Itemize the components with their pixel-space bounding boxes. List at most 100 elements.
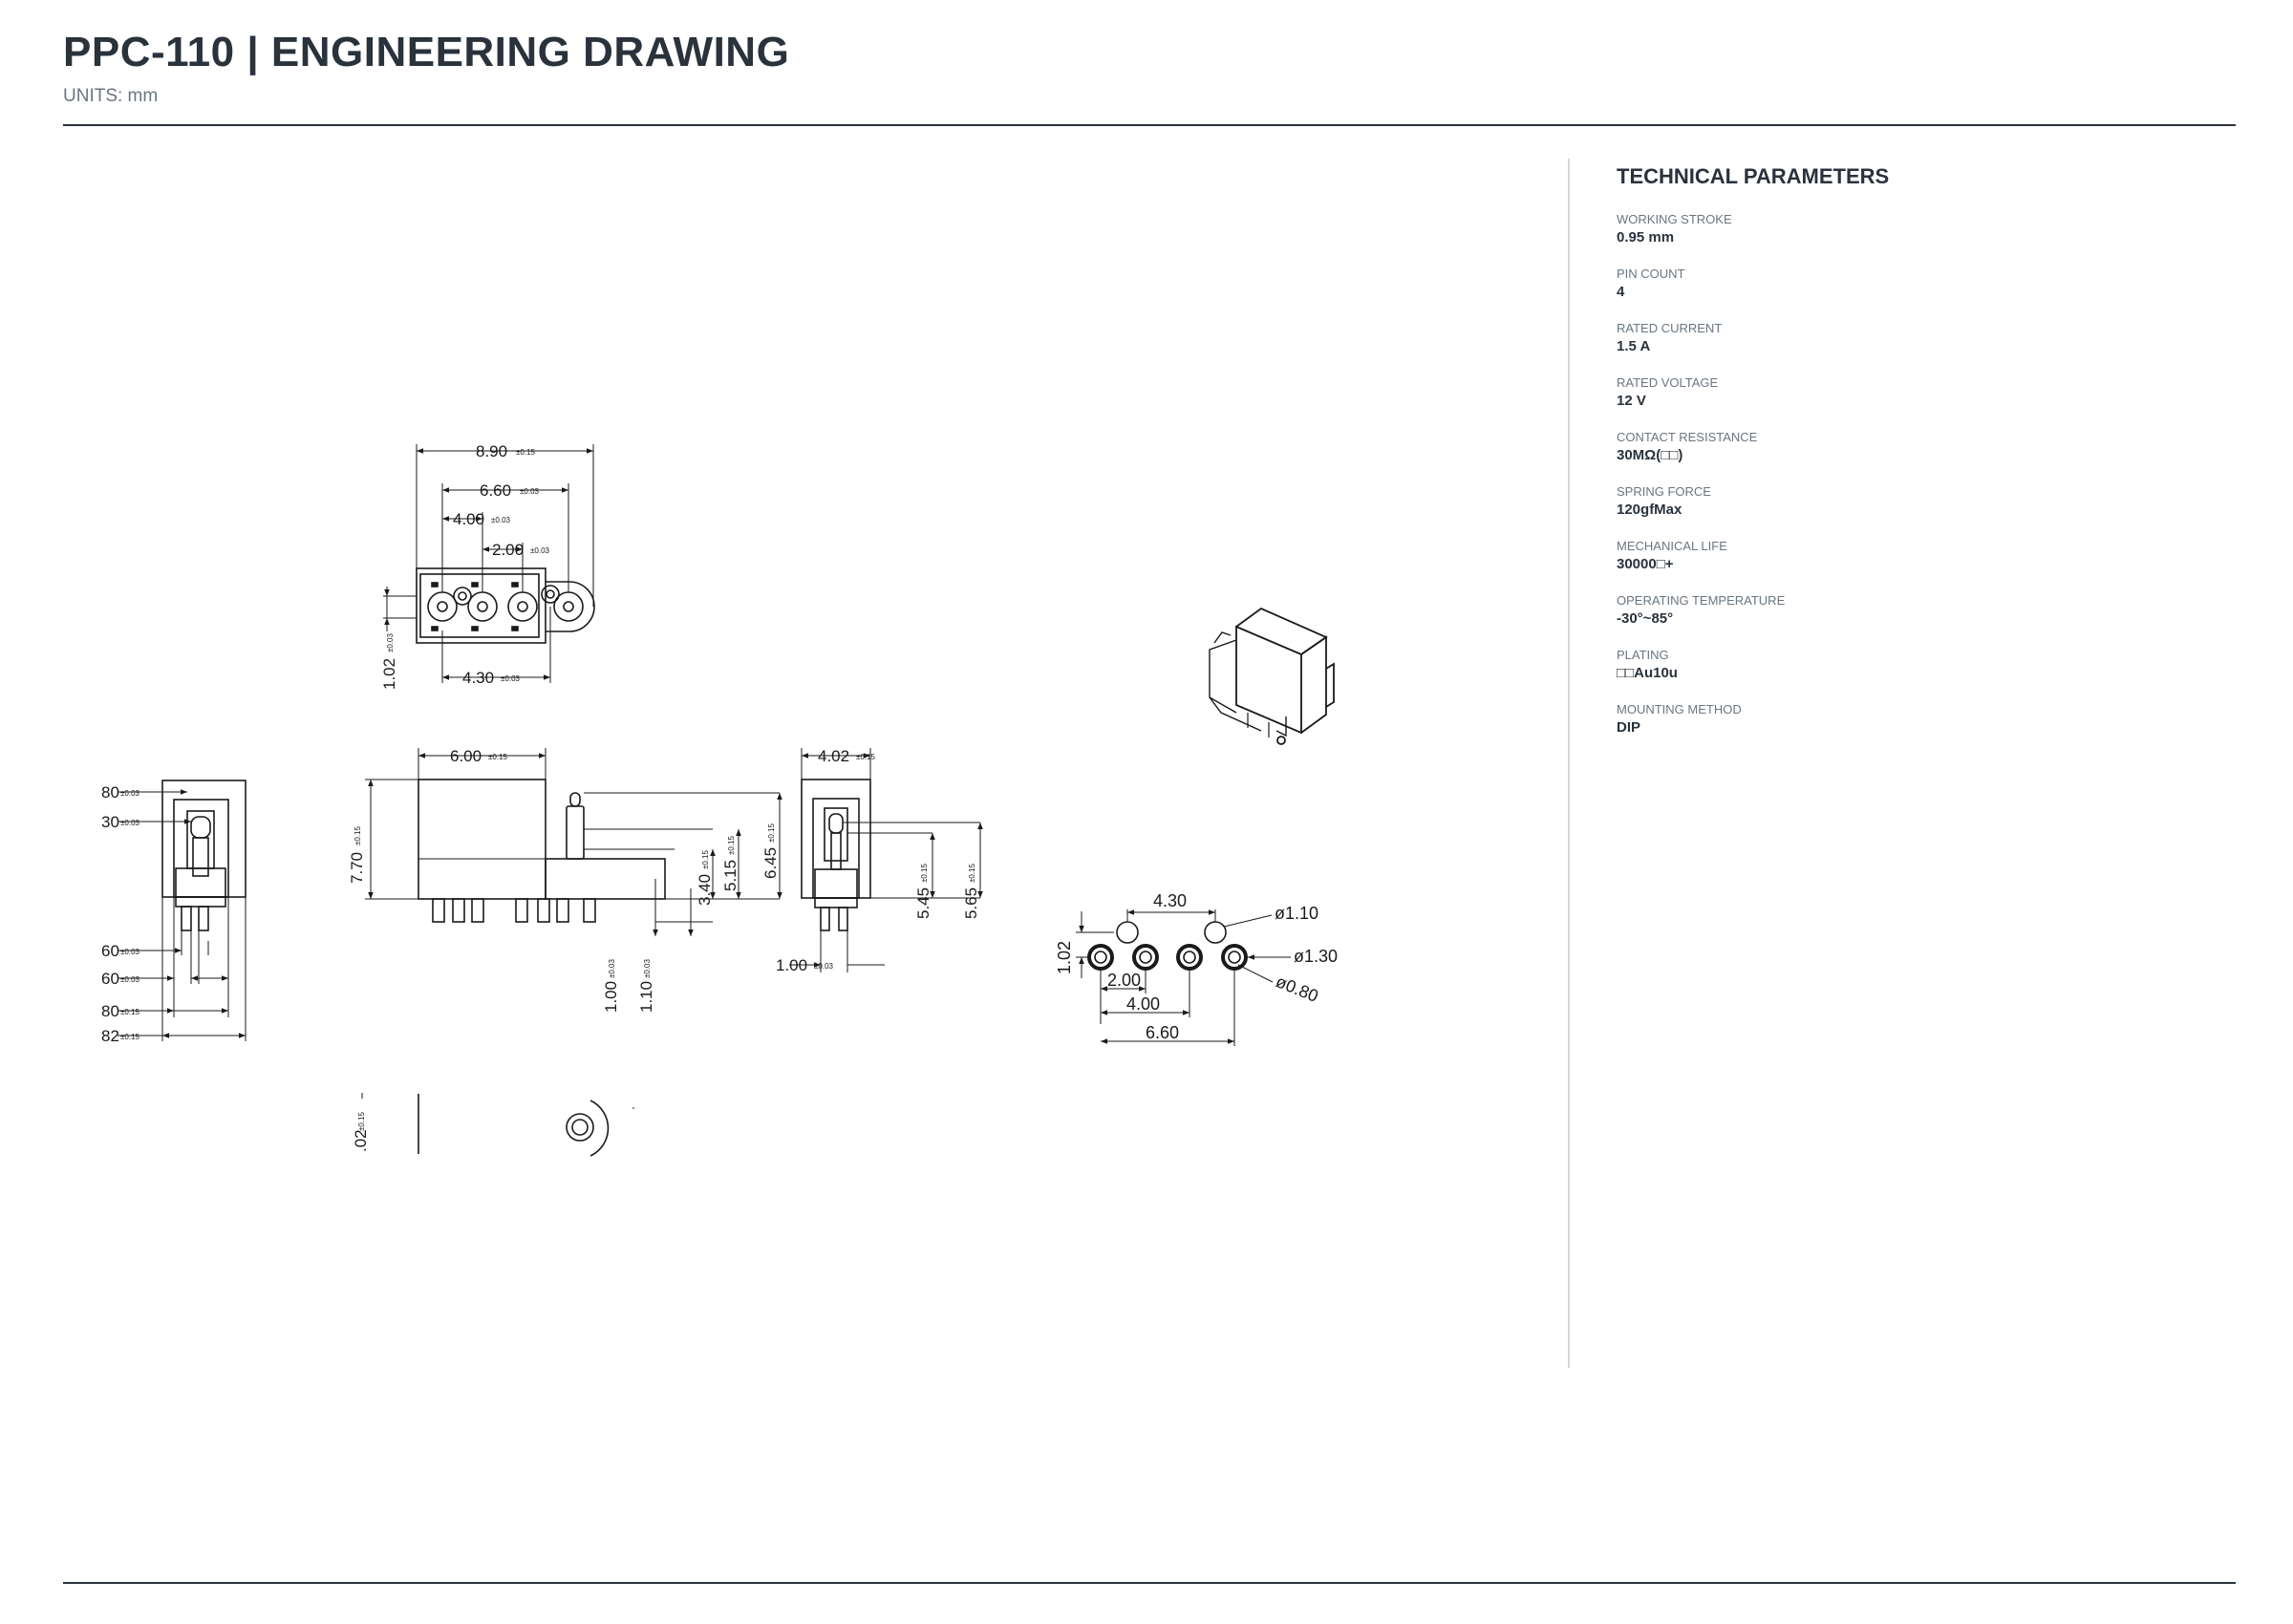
param-spring-force: SPRING FORCE 120gfMax <box>1617 484 2190 518</box>
dim-6-00: 6.00 <box>450 747 482 765</box>
right-side-view <box>789 748 983 972</box>
tol-5-45: ±0.15 <box>920 863 929 883</box>
param-value: 30MΩ(□□) <box>1617 447 1683 463</box>
tol-5-15: ±0.15 <box>727 835 736 855</box>
isometric-view <box>1209 607 1335 745</box>
dim-5-65: 5.65 <box>962 887 980 919</box>
top-rule <box>63 124 2236 126</box>
tol-6-00: ±0.15 <box>488 753 508 761</box>
dim-60-b: 60 <box>101 970 119 988</box>
dim-fp-dia-1-30: ø1.30 <box>1294 947 1338 966</box>
param-label: SPRING FORCE <box>1617 484 1711 499</box>
dim-7-70: 7.70 <box>348 852 366 884</box>
top-view-tab <box>546 581 595 632</box>
param-value: 0.95 mm <box>1617 229 1675 246</box>
dim-fp-dia-1-10: ø1.10 <box>1275 904 1318 923</box>
tol-30: ±0.03 <box>120 819 140 827</box>
param-label: RATED VOLTAGE <box>1617 375 1719 390</box>
header: PPC-110 | ENGINEERING DRAWING UNITS: mm <box>63 29 789 107</box>
tol-4-30: ±0.03 <box>501 674 521 683</box>
dim-1-00-front: 1.00 <box>602 981 620 1013</box>
dim-6-45: 6.45 <box>761 847 780 879</box>
dim-3-40: 3.40 <box>696 874 714 906</box>
front-view-body <box>418 779 546 900</box>
tol-4-02: ±0.15 <box>856 753 876 761</box>
param-value: 30000□+ <box>1617 556 1674 572</box>
param-label: MECHANICAL LIFE <box>1617 539 1727 553</box>
tol-7-70: ±0.15 <box>354 825 362 845</box>
top-view <box>383 444 595 683</box>
bottom-view-labels: .02 ±0.15 <box>352 1111 370 1152</box>
technical-parameters-panel: TECHNICAL PARAMETERS WORKING STROKE 0.95… <box>1617 164 2190 757</box>
param-value: 1.5 A <box>1617 338 1651 354</box>
param-plating: PLATING □□Au10u <box>1617 648 2190 681</box>
param-mechanical-life: MECHANICAL LIFE 30000□+ <box>1617 539 2190 572</box>
param-value: 120gfMax <box>1617 502 1682 518</box>
dim-60-a: 60 <box>101 942 119 960</box>
tol-5-65: ±0.15 <box>968 863 976 883</box>
dim-30: 30 <box>101 813 119 831</box>
dim-5-15: 5.15 <box>721 860 739 891</box>
front-view-labels: 6.00 ±0.15 7.70 ±0.15 3.40 ±0.15 5.15 ±0… <box>348 747 780 1013</box>
param-contact-resistance: CONTACT RESISTANCE 30MΩ(□□) <box>1617 430 2190 463</box>
param-value: DIP <box>1617 719 1641 736</box>
dim-2-00: 2.00 <box>492 541 524 559</box>
right-side-body <box>801 779 871 899</box>
dim-80-b: 80 <box>101 1002 119 1020</box>
param-label: PIN COUNT <box>1617 267 1685 281</box>
tol-6-45: ±0.15 <box>767 823 776 843</box>
top-view-labels: 8.90 ±0.15 6.60 ±0.03 4.00 ±0.03 2.00 ±0… <box>380 442 550 690</box>
tol-bottom: ±0.15 <box>357 1111 366 1131</box>
tol-80-a: ±0.03 <box>120 789 140 798</box>
tol-3-40: ±0.15 <box>701 849 710 869</box>
param-value: -30°~85° <box>1617 610 1674 627</box>
dim-fp-1-02: 1.02 <box>1055 941 1074 974</box>
dim-1-00-side: 1.00 <box>776 956 807 974</box>
dim-80-a: 80 <box>101 783 119 801</box>
param-rated-current: RATED CURRENT 1.5 A <box>1617 321 2190 354</box>
front-view <box>365 748 782 936</box>
tol-80-b: ±0.15 <box>120 1008 140 1016</box>
param-label: OPERATING TEMPERATURE <box>1617 593 1786 608</box>
param-value: 12 V <box>1617 393 1646 409</box>
tol-2-00: ±0.03 <box>530 546 550 555</box>
param-mounting-method: MOUNTING METHOD DIP <box>1617 702 2190 736</box>
tol-1-02: ±0.03 <box>386 632 395 652</box>
param-label: PLATING <box>1617 648 1669 662</box>
tol-8-90: ±0.15 <box>516 448 536 457</box>
param-label: WORKING STROKE <box>1617 212 1732 226</box>
dim-4-00: 4.00 <box>453 510 484 528</box>
tol-4-00: ±0.03 <box>491 516 511 524</box>
right-side-labels: 4.02 ±0.15 5.45 ±0.15 5.65 ±0.15 1.00 ±0… <box>776 747 980 974</box>
tol-60-a: ±0.03 <box>120 948 140 956</box>
bottom-rule <box>63 1582 2236 1584</box>
tol-1-00-front: ±0.03 <box>608 958 616 978</box>
dim-4-30: 4.30 <box>462 669 494 687</box>
tol-1-00-side: ±0.03 <box>814 962 834 971</box>
bottom-partial-view <box>361 1093 634 1157</box>
dim-bottom: .02 <box>352 1129 370 1152</box>
param-value: □□Au10u <box>1617 665 1678 681</box>
dim-fp-2-00: 2.00 <box>1107 971 1141 990</box>
left-side-body <box>161 780 246 898</box>
dim-1-02: 1.02 <box>380 658 398 690</box>
param-label: RATED CURRENT <box>1617 321 1723 335</box>
dim-8-90: 8.90 <box>476 442 507 460</box>
vertical-divider <box>1568 159 1570 1368</box>
dim-fp-6-60: 6.60 <box>1146 1023 1179 1042</box>
param-value: 4 <box>1617 284 1625 300</box>
param-label: CONTACT RESISTANCE <box>1617 430 1758 444</box>
footprint-view <box>1076 909 1291 1046</box>
dim-1-10: 1.10 <box>637 981 655 1013</box>
units-label: UNITS: mm <box>63 86 159 106</box>
left-side-view <box>118 780 246 1041</box>
param-operating-temperature: OPERATING TEMPERATURE -30°~85° <box>1617 593 2190 627</box>
dim-5-45: 5.45 <box>914 887 932 919</box>
dim-82: 82 <box>101 1027 119 1045</box>
param-working-stroke: WORKING STROKE 0.95 mm <box>1617 212 2190 246</box>
dim-6-60: 6.60 <box>480 481 511 500</box>
tol-6-60: ±0.03 <box>520 487 540 496</box>
param-label: MOUNTING METHOD <box>1617 702 1742 716</box>
param-rated-voltage: RATED VOLTAGE 12 V <box>1617 375 2190 409</box>
top-view-body <box>416 567 546 644</box>
